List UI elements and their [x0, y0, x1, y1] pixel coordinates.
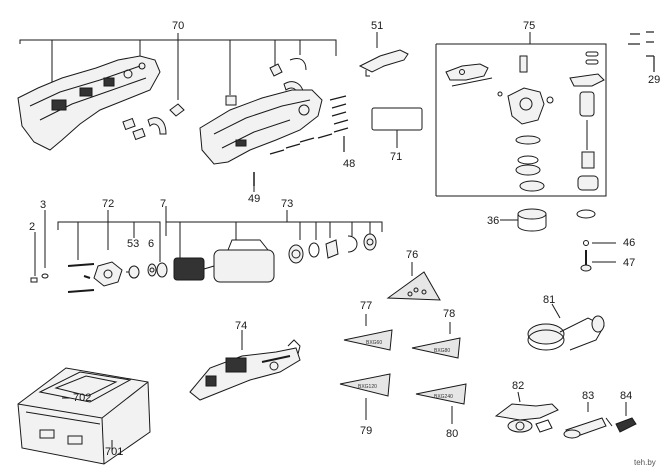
gear-head-parts — [445, 55, 554, 192]
bearing-ring-36 — [500, 208, 547, 232]
callout-48: 48 — [343, 158, 356, 170]
bracket-70 — [19, 33, 337, 100]
bracket-75 — [435, 32, 607, 197]
callout-3: 3 — [40, 199, 47, 211]
blade-84 — [615, 402, 637, 433]
callout-74: 74 — [235, 320, 248, 332]
spindle-stack — [569, 51, 605, 219]
dust-adapter-81 — [527, 303, 605, 351]
watermark: teh.by — [634, 458, 656, 467]
callout-84: 84 — [620, 390, 633, 402]
pad-text-77: BXG60 — [366, 340, 383, 346]
saw-blade-83 — [563, 402, 613, 439]
sandpaper-77 — [343, 314, 393, 351]
carry-case-701 — [17, 367, 151, 465]
callout-702: 702 — [73, 392, 92, 404]
callout-701: 701 — [105, 446, 124, 458]
callout-70: 70 — [172, 20, 185, 32]
housing-half-left — [17, 55, 161, 151]
switch-part-51 — [358, 32, 409, 77]
callout-47: 47 — [623, 257, 636, 269]
callout-81: 81 — [543, 294, 556, 306]
clamp-parts-82 — [494, 391, 559, 433]
sandpaper-80 — [415, 383, 467, 424]
screws-29 — [628, 31, 655, 72]
callout-7: 7 — [160, 198, 167, 210]
sandpaper-79 — [339, 373, 391, 420]
callout-75: 75 — [523, 20, 536, 32]
callout-82: 82 — [512, 380, 525, 392]
callout-77: 77 — [360, 300, 373, 312]
callout-49: 49 — [248, 193, 261, 205]
sanding-pad-76 — [386, 262, 441, 301]
housing-half-right — [199, 89, 323, 165]
screws-48 — [269, 95, 349, 155]
callout-73: 73 — [281, 198, 294, 210]
bracket-73 — [165, 206, 383, 258]
callout-6: 6 — [148, 238, 155, 250]
callout-79: 79 — [360, 425, 373, 437]
bolt-47 — [580, 250, 616, 272]
motor-electronics-74 — [189, 330, 301, 401]
parts-2-3 — [30, 210, 49, 283]
callout-36: 36 — [487, 215, 500, 227]
sandpaper-78 — [411, 322, 461, 359]
callout-71: 71 — [390, 151, 403, 163]
callout-53: 53 — [127, 238, 140, 250]
callout-72: 72 — [102, 198, 115, 210]
pad-text-79: BXG120 — [358, 384, 377, 390]
callout-46: 46 — [623, 237, 636, 249]
callout-80: 80 — [446, 428, 459, 440]
rating-label-71 — [371, 107, 423, 148]
pad-text-80: BXG240 — [434, 394, 453, 400]
callout-83: 83 — [582, 390, 595, 402]
callout-51: 51 — [371, 20, 384, 32]
bracket-72 — [57, 210, 161, 262]
washer-46 — [583, 240, 616, 246]
motor-assembly-73 — [156, 233, 377, 283]
callout-76: 76 — [406, 249, 419, 261]
pad-text-78: BXG80 — [434, 348, 451, 354]
callout-2: 2 — [29, 221, 36, 233]
callout-29: 29 — [648, 74, 661, 86]
brush-plate-72 — [67, 261, 157, 293]
callout-78: 78 — [443, 308, 456, 320]
